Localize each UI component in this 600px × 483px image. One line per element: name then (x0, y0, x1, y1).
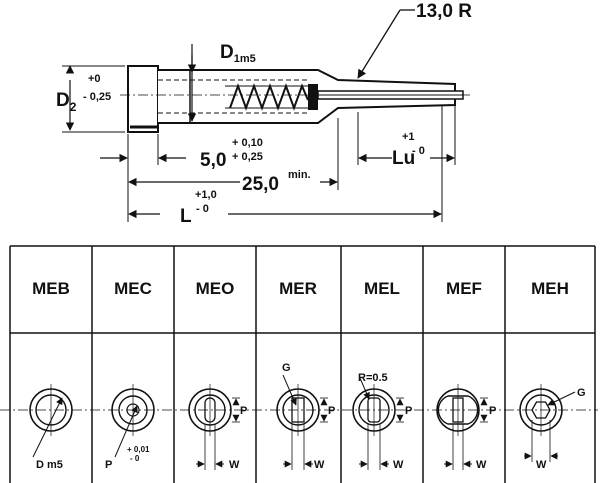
mel-r-label: R=0.5 (358, 372, 388, 384)
mec-tol-upper: + 0,01 (127, 445, 150, 454)
d2-tol-lower: - 0,25 (83, 91, 111, 103)
header-meb: MEB (32, 279, 70, 298)
meo-p-label: P (240, 405, 247, 417)
meb-dm5-label: D m5 (36, 459, 63, 471)
mef-p-label: P (489, 405, 496, 417)
total-tol-lower: - 0 (196, 203, 209, 215)
d2-tol-upper: +0 (88, 73, 101, 85)
header-mef: MEF (446, 279, 482, 298)
mec-p-label: P (105, 459, 112, 471)
lu-tol-lower: - 0 (412, 145, 425, 157)
mer-tip: G P W (276, 362, 335, 471)
d1-label: D1m5 (220, 42, 256, 65)
mel-w-label: W (393, 459, 404, 471)
meo-tip: P W (188, 384, 247, 471)
total-length-label: L (180, 206, 192, 227)
mel-tip: R=0.5 P W (352, 372, 412, 471)
meh-tip: G W (519, 384, 586, 471)
min-suffix: min. (288, 169, 311, 181)
d2-label: D2 (56, 90, 77, 114)
mef-w-label: W (476, 459, 487, 471)
punch-drawing: 13,0 R D1m5 D2 +0 - 0,25 5,0 + 0,10 + 0,… (56, 1, 472, 227)
head-tol-lower: + 0,25 (232, 151, 263, 163)
head-tol-upper: + 0,10 (232, 137, 263, 149)
mer-w-label: W (314, 459, 325, 471)
meb-tip: D m5 (29, 384, 73, 471)
meo-w-label: W (229, 459, 240, 471)
lu-tol-upper: +1 (402, 131, 415, 143)
min-length-label: 25,0 (242, 174, 279, 195)
mel-p-label: P (405, 405, 412, 417)
mec-tol-lower: - 0 (130, 454, 140, 463)
header-mel: MEL (364, 279, 400, 298)
header-meo: MEO (196, 279, 235, 298)
tip-shapes-table: MEB MEC MEO MER MEL MEF MEH D m5 P + 0,0… (0, 245, 598, 483)
header-mer: MER (279, 279, 317, 298)
total-tol-upper: +1,0 (195, 189, 217, 201)
mer-p-label: P (328, 405, 335, 417)
meh-g-label: G (577, 387, 586, 399)
meh-w-label: W (536, 459, 547, 471)
lu-label: Lu (392, 148, 415, 169)
radius-label: 13,0 R (416, 1, 472, 22)
mef-tip: P W (436, 384, 496, 471)
header-mec: MEC (114, 279, 152, 298)
mec-tip: P + 0,01 - 0 (105, 384, 155, 471)
mer-g-label: G (282, 362, 291, 374)
head-length-label: 5,0 (200, 150, 226, 171)
header-meh: MEH (531, 279, 569, 298)
punch-head (127, 65, 159, 133)
